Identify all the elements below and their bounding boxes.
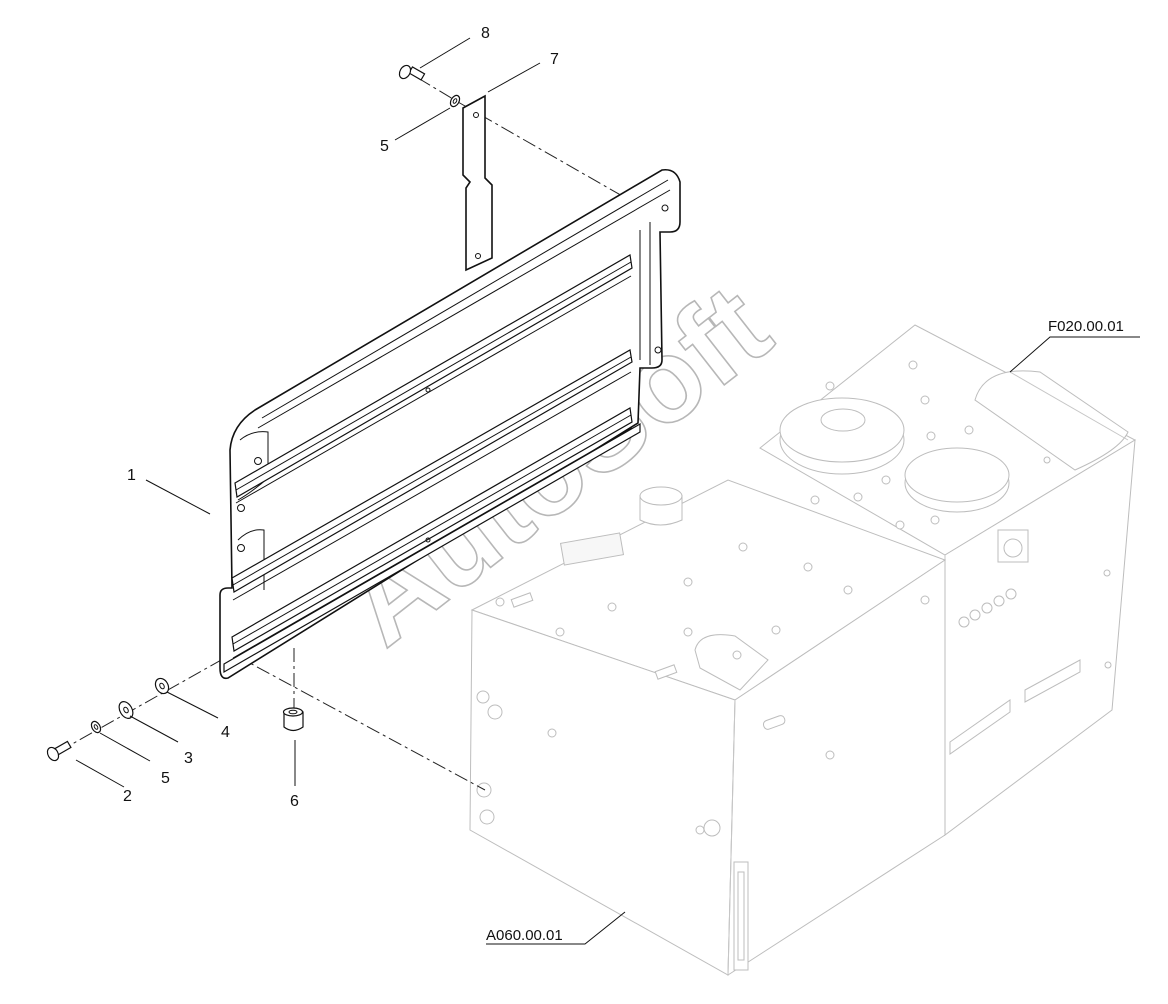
callout-8: 8 <box>481 25 490 42</box>
part-1-side-panel <box>219 168 681 680</box>
callout-2: 2 <box>123 788 132 805</box>
ref-label-right-assembly: F020.00.01 <box>1048 318 1124 335</box>
callout-7: 7 <box>550 51 559 68</box>
callout-labels: 1 2 3 4 5 5 6 7 8 F020.00.01 A060.00.01 <box>123 25 1124 944</box>
callout-1: 1 <box>127 467 136 484</box>
callout-4: 4 <box>221 724 230 741</box>
callout-6: 6 <box>290 793 299 810</box>
part-2-bolt-bottom <box>46 740 72 762</box>
callout-5-bottom: 5 <box>161 770 170 787</box>
ghost-machine-assembly <box>469 324 1137 976</box>
part-4-spacer <box>154 677 170 695</box>
part-6-rubber-mount <box>282 707 304 732</box>
leader-lines <box>75 37 1140 945</box>
callout-3: 3 <box>184 750 193 767</box>
part-5-washer-top <box>449 94 461 108</box>
part-7-strap <box>462 94 493 272</box>
ghost-front-tank <box>469 479 947 976</box>
ghost-rear-tank <box>759 324 1137 836</box>
part-5-washer-bottom <box>90 720 102 734</box>
part-3-washer <box>118 701 134 719</box>
ref-label-bottom-assembly: A060.00.01 <box>486 927 563 944</box>
part-8-bolt-top <box>398 64 426 81</box>
callout-5-top: 5 <box>380 138 389 155</box>
